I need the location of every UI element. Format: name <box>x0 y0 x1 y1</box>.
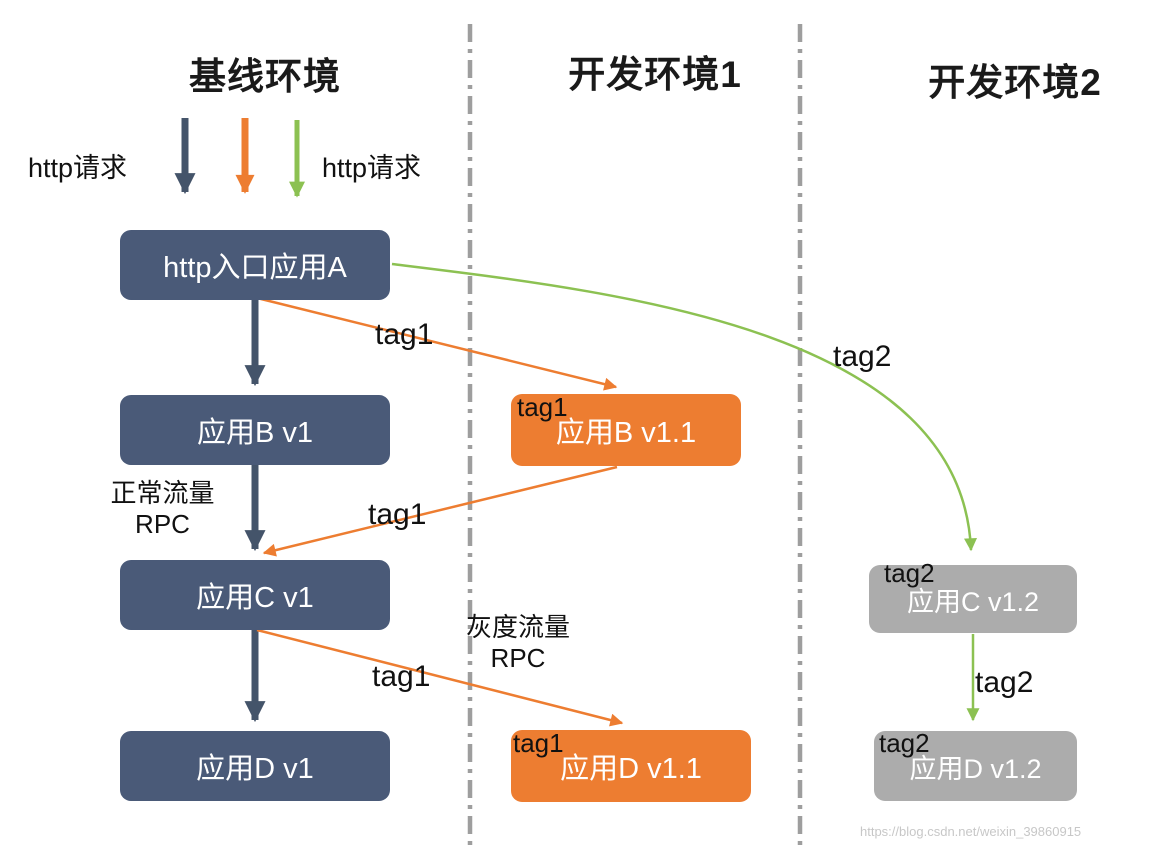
node-app-c-v1: 应用C v1 <box>120 560 390 630</box>
node-app-b-v1-1: 应用B v1.1 <box>511 394 741 466</box>
arrow-a-to-b11 <box>256 296 618 391</box>
edge-label-tag2-c12-to-d12: tag2 <box>975 666 1034 699</box>
node-tag-c12: tag2 <box>884 558 935 588</box>
normal-traffic-rpc: RPC <box>135 509 190 540</box>
node-http-entry-app-a: http入口应用A <box>120 230 390 300</box>
http-request-label-left: http请求 <box>28 153 128 183</box>
arrow-a-to-c12 <box>391 262 977 552</box>
arrow-b11-to-c1 <box>262 465 618 557</box>
node-app-b-v1: 应用B v1 <box>120 395 390 465</box>
edge-label-tag1-b11-to-c1: tag1 <box>368 498 427 531</box>
normal-traffic-label: 正常流量 RPC <box>90 478 235 540</box>
http-request-label-right: http请求 <box>322 153 422 183</box>
node-tag-d12: tag2 <box>879 728 930 758</box>
watermark: https://blog.csdn.net/weixin_39860915 <box>860 824 1082 839</box>
node-app-d-v1-1: 应用D v1.1 <box>511 730 751 802</box>
normal-traffic-title: 正常流量 <box>110 478 215 508</box>
header-dev-env-2: 开发环境2 <box>928 62 1102 103</box>
node-tag-d11: tag1 <box>513 728 564 758</box>
node-app-c-v1-2: 应用C v1.2 <box>869 565 1077 633</box>
node-app-d-v1-label: 应用D v1 <box>196 753 314 785</box>
header-baseline-env: 基线环境 <box>189 56 341 97</box>
node-app-d-v1-1-label: 应用D v1.1 <box>560 753 702 785</box>
header-dev-env-1: 开发环境1 <box>568 54 742 95</box>
edge-label-tag1-c1-to-d11: tag1 <box>372 660 431 693</box>
edge-label-tag2-a-to-c12: tag2 <box>833 340 892 373</box>
node-app-c-v1-2-label: 应用C v1.2 <box>906 586 1040 617</box>
node-app-d-v1-2-label: 应用D v1.2 <box>909 753 1042 784</box>
arrow-c1-to-d11 <box>256 628 624 727</box>
node-app-b-v1-1-label: 应用B v1.1 <box>555 417 697 449</box>
gray-traffic-label: 灰度流量 RPC <box>448 612 588 674</box>
edge-label-tag1-a-to-b11: tag1 <box>375 318 434 351</box>
node-app-d-v1-2: 应用D v1.2 <box>874 731 1077 801</box>
node-app-c-v1-label: 应用C v1 <box>196 582 314 614</box>
node-app-d-v1: 应用D v1 <box>120 731 390 801</box>
gray-traffic-rpc: RPC <box>490 643 546 674</box>
node-app-b-v1-label: 应用B v1 <box>196 417 314 449</box>
node-http-entry-app-a-label: http入口应用A <box>163 252 347 284</box>
node-tag-b11: tag1 <box>517 392 568 422</box>
gray-traffic-title: 灰度流量 <box>465 612 570 642</box>
